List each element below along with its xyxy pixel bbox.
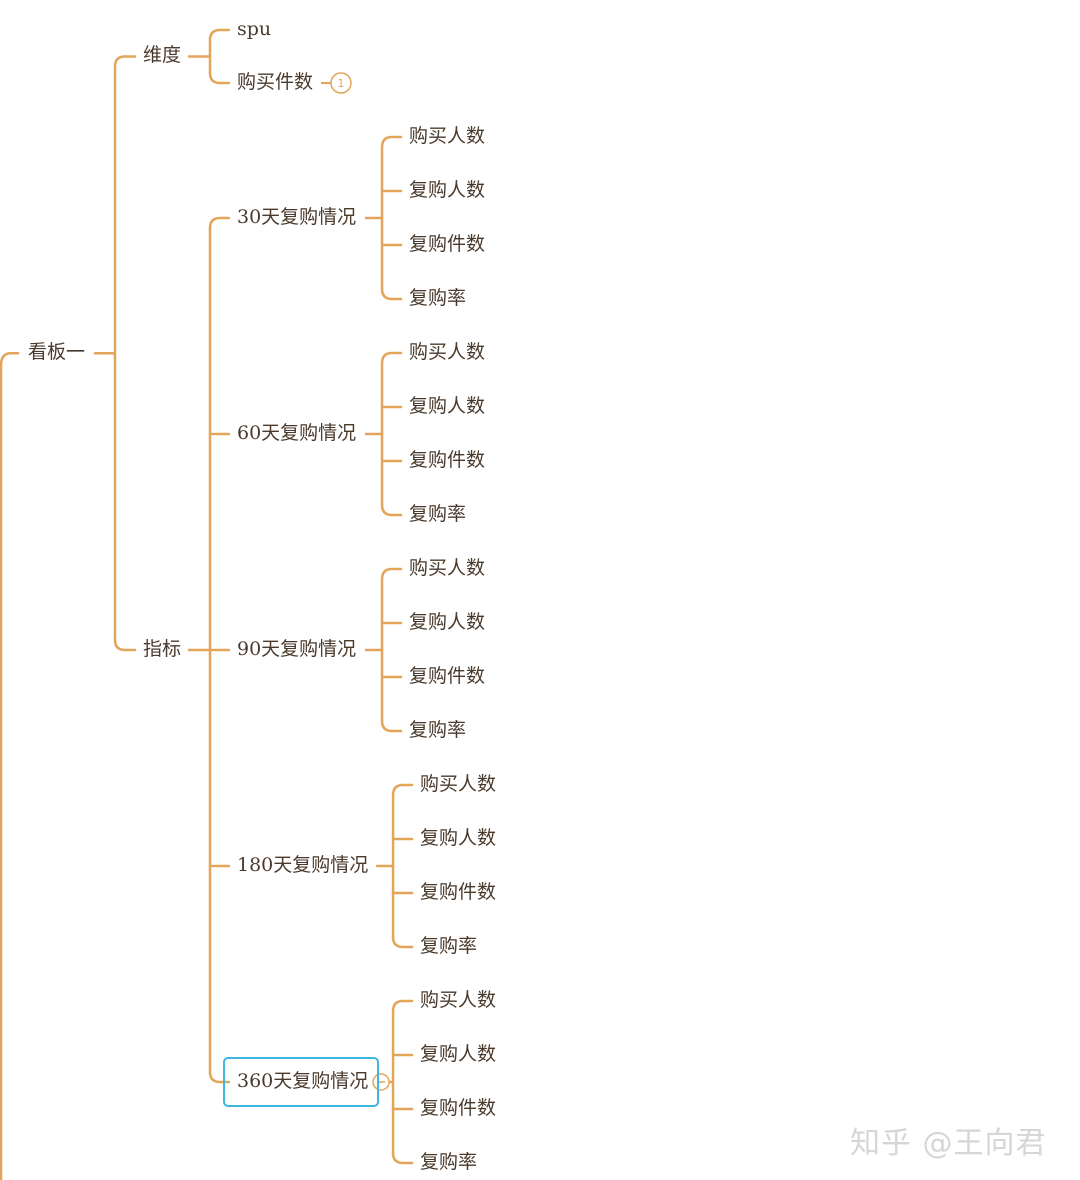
edge-root-branch-1 (113, 638, 137, 652)
node-metric-0-3[interactable]: 复购率 (409, 286, 467, 309)
edge-group-3-branch-3 (391, 935, 414, 949)
node-metric-2-3[interactable]: 复购率 (409, 718, 467, 741)
edge-group-2-branch-3 (380, 719, 403, 733)
collapsed-count-badge-icon[interactable] (330, 72, 352, 94)
node-repurchase-group-4[interactable]: 360天复购情况 (237, 1069, 369, 1092)
node-metric-1-3[interactable]: 复购率 (409, 502, 467, 525)
node-metric-4-0[interactable]: 购买人数 (420, 988, 497, 1011)
edge-indicator-branch-0 (208, 216, 231, 230)
root-left-edge (0, 352, 20, 367)
edge-group-4-branch-3 (391, 1151, 414, 1165)
selected-node-frame[interactable] (223, 1057, 380, 1107)
root-node-kanban-1[interactable]: 看板一 (28, 340, 86, 363)
edge-group-4-branch-0 (391, 999, 414, 1013)
edge-group-2-branch-0 (380, 567, 403, 581)
node-repurchase-group-2[interactable]: 90天复购情况 (237, 637, 357, 660)
edge-group-0-branch-0 (380, 135, 403, 149)
node-indicator[interactable]: 指标 (143, 637, 182, 660)
node-metric-0-0[interactable]: 购买人数 (409, 124, 486, 147)
node-metric-1-1[interactable]: 复购人数 (409, 394, 486, 417)
node-metric-0-1[interactable]: 复购人数 (409, 178, 486, 201)
node-dimension[interactable]: 维度 (143, 44, 182, 67)
edge-indicator-branch-4 (208, 1070, 231, 1084)
node-metric-2-1[interactable]: 复购人数 (409, 610, 486, 633)
badge-count: 1 (338, 77, 345, 90)
node-metric-4-3[interactable]: 复购率 (420, 1150, 478, 1173)
node-dimension-spu[interactable]: spu (237, 17, 272, 40)
edge-root-branch-0 (113, 55, 137, 68)
edge-group-1-branch-0 (380, 351, 403, 365)
node-metric-4-2[interactable]: 复购件数 (420, 1096, 497, 1119)
node-metric-2-0[interactable]: 购买人数 (409, 556, 486, 579)
node-repurchase-group-1[interactable]: 60天复购情况 (237, 421, 357, 444)
node-metric-0-2[interactable]: 复购件数 (409, 232, 486, 255)
node-dimension-purchase-qty[interactable]: 购买件数 (237, 70, 314, 93)
node-metric-2-2[interactable]: 复购件数 (409, 664, 486, 687)
node-repurchase-group-0[interactable]: 30天复购情况 (237, 205, 357, 228)
node-metric-4-1[interactable]: 复购人数 (420, 1042, 497, 1065)
edge-dimension-branch-0 (208, 28, 231, 42)
edge-group-0-branch-3 (380, 287, 403, 301)
mindmap-edges (0, 28, 414, 1180)
edge-dimension-branch-1 (208, 71, 231, 85)
node-metric-3-3[interactable]: 复购率 (420, 934, 478, 957)
node-metric-3-1[interactable]: 复购人数 (420, 826, 497, 849)
node-metric-3-0[interactable]: 购买人数 (420, 772, 497, 795)
node-repurchase-group-3[interactable]: 180天复购情况 (237, 853, 369, 876)
node-metric-1-0[interactable]: 购买人数 (409, 340, 486, 363)
node-metric-3-2[interactable]: 复购件数 (420, 880, 497, 903)
edge-group-1-branch-3 (380, 503, 403, 517)
node-metric-1-2[interactable]: 复购件数 (409, 448, 486, 471)
edge-group-3-branch-0 (391, 783, 414, 797)
watermark: 知乎 @王向君 (850, 1126, 1047, 1161)
